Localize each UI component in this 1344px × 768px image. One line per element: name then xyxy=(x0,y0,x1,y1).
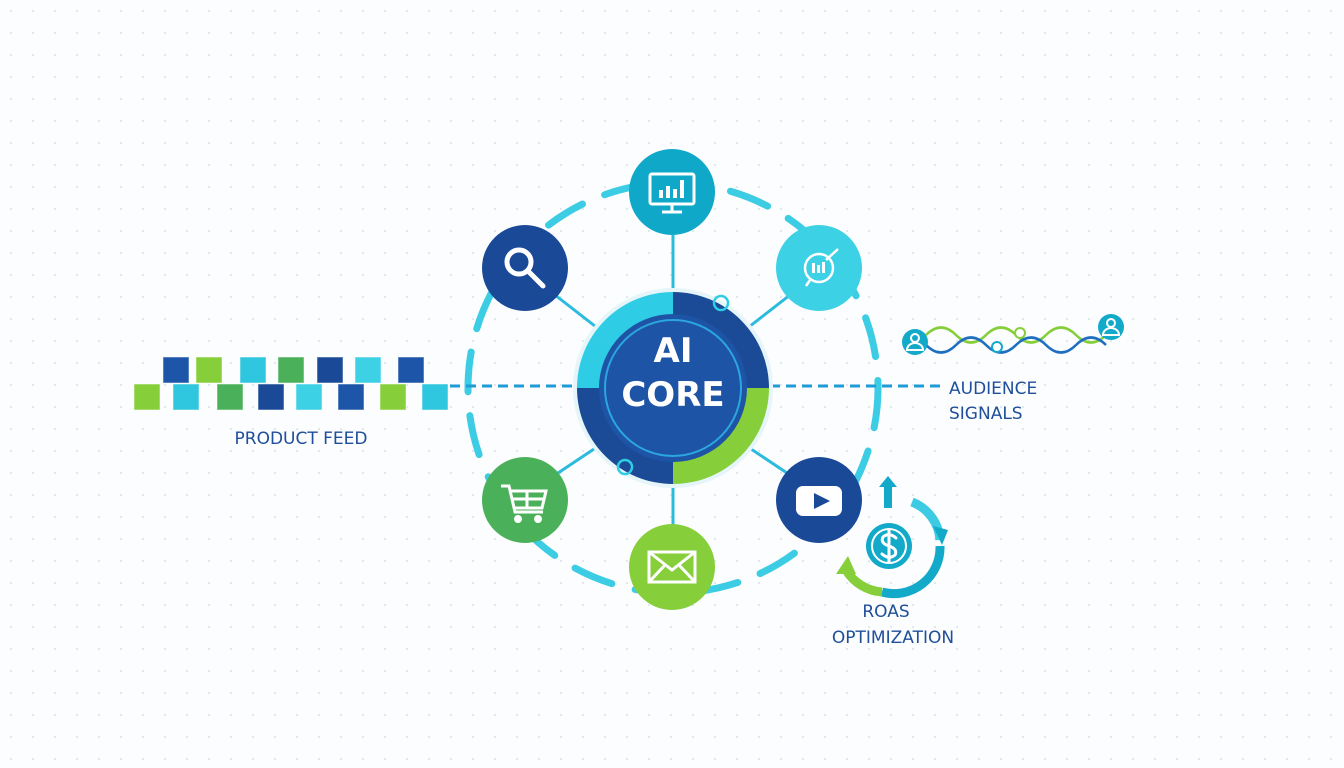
shopping-cart-node[interactable] xyxy=(482,457,568,543)
product-cube xyxy=(277,356,305,384)
roas-label-1: ROAS xyxy=(862,602,909,622)
search-node[interactable] xyxy=(482,225,568,311)
product-cube xyxy=(337,383,365,411)
user-icon xyxy=(1098,314,1124,340)
video-node[interactable] xyxy=(776,457,862,543)
analytics-monitor-icon xyxy=(648,172,696,214)
chat-analytics-icon xyxy=(803,248,839,287)
core-label-ai: AI xyxy=(654,331,693,371)
video-play-icon xyxy=(796,486,842,516)
product-feed-cubes xyxy=(133,356,449,411)
product-cube xyxy=(133,383,161,411)
product-cube xyxy=(216,383,244,411)
product-cube xyxy=(379,383,407,411)
product-cube xyxy=(172,383,200,411)
product-cube xyxy=(195,356,223,384)
chat-analytics-node[interactable] xyxy=(776,225,862,311)
product-feed-label: PRODUCT FEED xyxy=(235,429,368,449)
analytics-monitor-node[interactable] xyxy=(629,149,715,235)
product-cube xyxy=(354,356,382,384)
product-cube xyxy=(421,383,449,411)
shopping-cart-icon xyxy=(501,484,548,523)
search-icon xyxy=(504,247,546,289)
roas-cycle-graphic xyxy=(836,476,948,599)
dollar-icon xyxy=(880,528,898,564)
product-cube xyxy=(257,383,285,411)
product-cube xyxy=(162,356,190,384)
user-icon xyxy=(902,329,928,355)
roas-label-2: OPTIMIZATION xyxy=(832,628,954,648)
audience-signals-label-1: AUDIENCE xyxy=(949,379,1037,399)
core-label-core: CORE xyxy=(621,375,724,415)
email-node[interactable] xyxy=(629,524,715,610)
audience-signals-graphic xyxy=(902,314,1124,355)
product-cube xyxy=(295,383,323,411)
product-cube xyxy=(316,356,344,384)
product-cube xyxy=(397,356,425,384)
audience-signals-label-2: SIGNALS xyxy=(949,404,1023,424)
spokes xyxy=(554,235,791,525)
product-cube xyxy=(239,356,267,384)
email-icon xyxy=(647,550,697,584)
ai-core[interactable]: AI CORE xyxy=(573,288,773,488)
